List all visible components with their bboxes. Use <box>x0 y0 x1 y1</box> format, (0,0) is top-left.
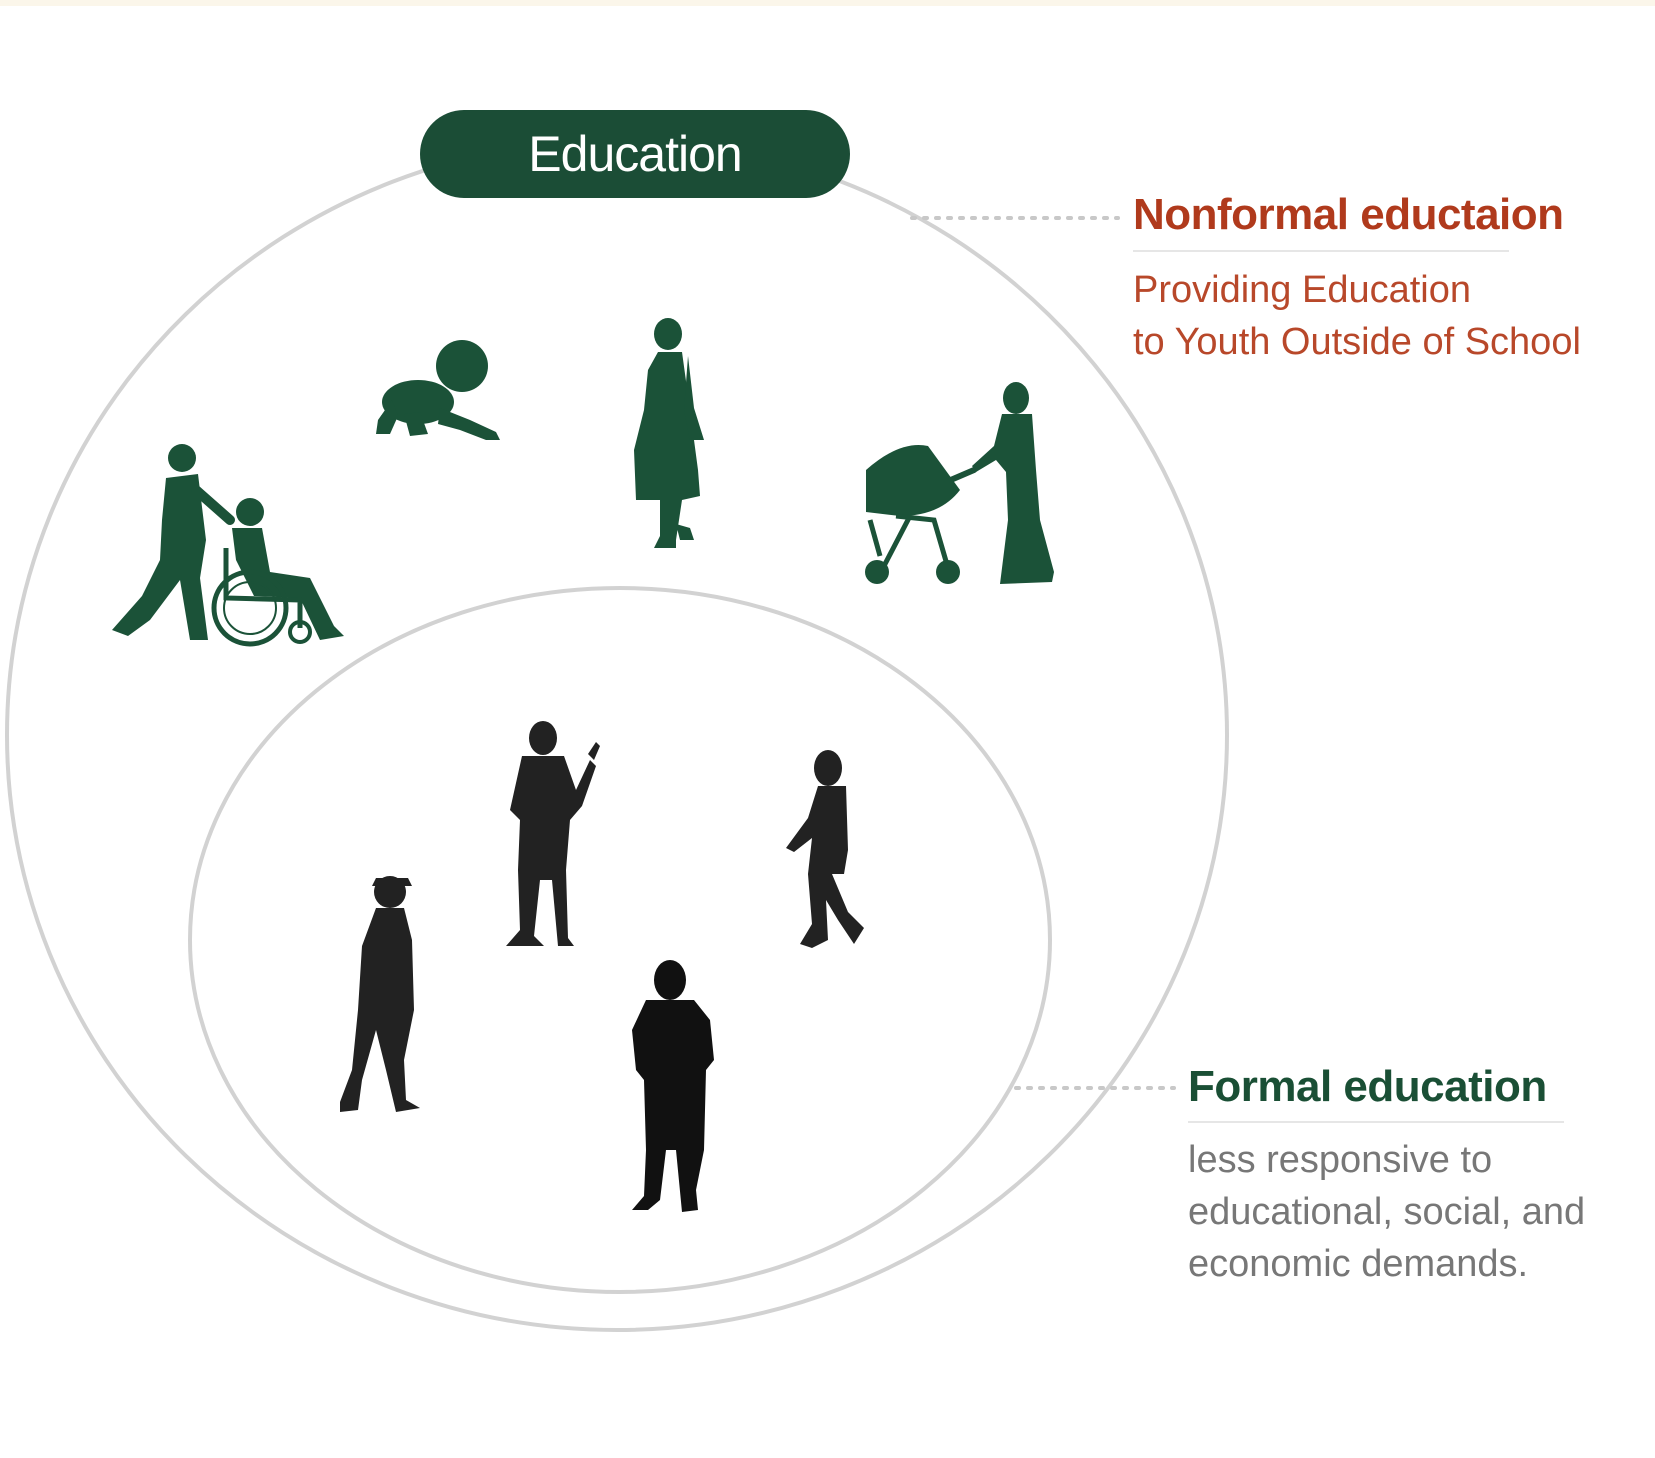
top-border <box>0 0 1655 6</box>
walking-woman-icon <box>786 750 864 948</box>
formal-description-line: economic demands. <box>1188 1243 1529 1285</box>
waving-man-icon <box>506 721 600 946</box>
outer-circle-nonformal <box>5 138 1229 1332</box>
person-pushing-wheelchair-icon <box>112 444 344 647</box>
pregnant-woman-icon <box>634 318 704 548</box>
nonformal-divider <box>1133 250 1509 252</box>
woman-with-stroller-icon <box>865 382 1054 584</box>
education-label: Education <box>528 126 742 182</box>
nonformal-description: Providing Education to Youth Outside of … <box>1133 264 1581 368</box>
elderly-man-icon <box>340 876 420 1112</box>
education-pill <box>420 110 850 198</box>
formal-description: less responsive to educational, social, … <box>1188 1134 1585 1290</box>
nonformal-description-line: to Youth Outside of School <box>1133 321 1581 363</box>
formal-description-line: less responsive to <box>1188 1139 1493 1181</box>
standing-man-icon <box>632 960 714 1212</box>
inner-circle-formal <box>188 586 1052 1294</box>
formal-divider <box>1188 1121 1564 1123</box>
formal-title: Formal education <box>1188 1062 1547 1111</box>
nonformal-title: Nonformal eductaion <box>1133 190 1564 239</box>
formal-description-line: educational, social, and <box>1188 1191 1586 1233</box>
nonformal-description-line: Providing Education <box>1133 269 1471 311</box>
crawling-baby-icon <box>376 340 500 440</box>
